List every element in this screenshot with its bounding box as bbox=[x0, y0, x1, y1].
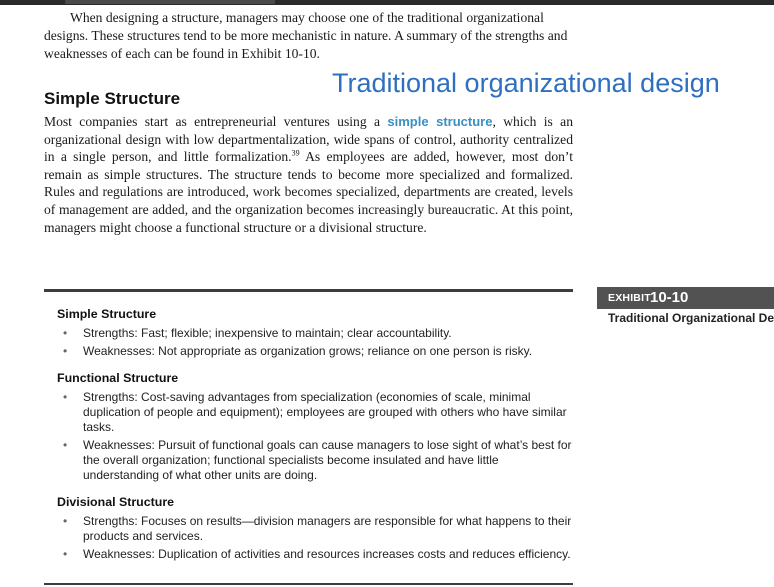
bullet-icon: • bbox=[63, 547, 68, 561]
exhibit-caption: Traditional Organizational Des bbox=[608, 311, 774, 325]
weaknesses-item: • Weaknesses: Pursuit of functional goals… bbox=[57, 438, 573, 483]
body-text-after: As employees are added, however, most do… bbox=[44, 149, 573, 235]
strengths-text: Strengths: Fast; flexible; inexpensive t… bbox=[83, 326, 452, 340]
exhibit-bottom-rule bbox=[44, 583, 573, 585]
overlay-title: Traditional organizational design bbox=[332, 68, 720, 98]
cut-off-text-line bbox=[65, 0, 275, 4]
group-title: Divisional Structure bbox=[57, 495, 175, 509]
summary-group-divisional: Divisional Structure • Strengths: Focuses… bbox=[57, 495, 577, 562]
strengths-text: Strengths: Focuses on results—division m… bbox=[83, 514, 572, 543]
body-text-before: Most companies start as entrepreneurial … bbox=[44, 114, 388, 129]
bullet-icon: • bbox=[63, 438, 68, 452]
summary-group-functional: Functional Structure • Strengths: Cost-sa… bbox=[57, 371, 577, 483]
weaknesses-text: Weaknesses: Duplication of activities an… bbox=[83, 547, 571, 561]
bullet-icon: • bbox=[63, 326, 68, 340]
exhibit-summary: Simple Structure • Strengths: Fast; flexi… bbox=[57, 307, 577, 565]
group-title: Functional Structure bbox=[57, 371, 179, 385]
weaknesses-item: • Weaknesses: Duplication of activities a… bbox=[57, 547, 573, 562]
strengths-item: • Strengths: Fast; flexible; inexpensive … bbox=[57, 326, 573, 341]
top-edge-bar bbox=[0, 0, 774, 5]
bullet-icon: • bbox=[63, 390, 68, 404]
weaknesses-text: Weaknesses: Pursuit of functional goals … bbox=[83, 438, 572, 482]
summary-group-simple: Simple Structure • Strengths: Fast; flexi… bbox=[57, 307, 577, 359]
exhibit-label-box: EXHIBIT 10-10 bbox=[597, 287, 774, 309]
exhibit-top-rule bbox=[44, 289, 573, 292]
strengths-item: • Strengths: Cost-saving advantages from … bbox=[57, 390, 573, 435]
weaknesses-text: Weaknesses: Not appropriate as organizat… bbox=[83, 344, 533, 358]
intro-text: When designing a structure, managers may… bbox=[44, 10, 568, 61]
keyword-term: simple structure bbox=[387, 114, 493, 129]
intro-paragraph: When designing a structure, managers may… bbox=[44, 9, 576, 63]
strengths-item: • Strengths: Focuses on results—division … bbox=[57, 514, 573, 544]
exhibit-label: EXHIBIT bbox=[608, 292, 651, 304]
body-text-mid: , which is an organizational design with… bbox=[44, 114, 573, 165]
body-paragraph: Most companies start as entrepreneurial … bbox=[44, 113, 573, 236]
weaknesses-item: • Weaknesses: Not appropriate as organiza… bbox=[57, 344, 573, 359]
footnote-marker: 39 bbox=[291, 148, 300, 158]
section-heading: Simple Structure bbox=[44, 89, 181, 108]
strengths-text: Strengths: Cost-saving advantages from s… bbox=[83, 390, 567, 434]
exhibit-number: 10-10 bbox=[650, 289, 689, 306]
bullet-icon: • bbox=[63, 344, 68, 358]
bullet-icon: • bbox=[63, 514, 68, 528]
group-title: Simple Structure bbox=[57, 307, 157, 321]
